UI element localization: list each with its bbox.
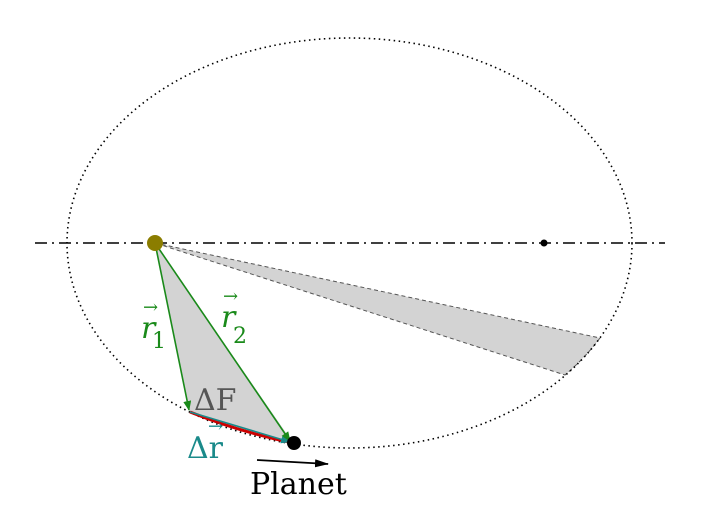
r2-label: r → 2: [221, 286, 247, 349]
vector-arrow: →: [223, 286, 238, 307]
delta-r-vector: [189, 411, 291, 444]
r2-vector: [154, 242, 291, 442]
svg-text:2: 2: [233, 324, 247, 349]
svg-text:1: 1: [152, 329, 166, 354]
sun: [147, 235, 163, 251]
vector-arrow: →: [208, 416, 223, 437]
area-label: ΔF: [194, 383, 236, 418]
vector-arrow: →: [143, 297, 158, 318]
r1-vector: [154, 242, 192, 411]
svg-text:r: r: [221, 300, 237, 335]
svg-text:r: r: [141, 311, 157, 346]
velocity-arrow: [256, 459, 329, 468]
area-sector-far: [154, 242, 601, 376]
delta-r-label: Δr →: [187, 416, 224, 466]
empty-focus: [540, 239, 548, 247]
planet-label: Planet: [250, 467, 347, 502]
planet: [287, 436, 301, 450]
r1-label: r → 1: [141, 297, 166, 354]
svg-text:Δr: Δr: [187, 431, 224, 466]
